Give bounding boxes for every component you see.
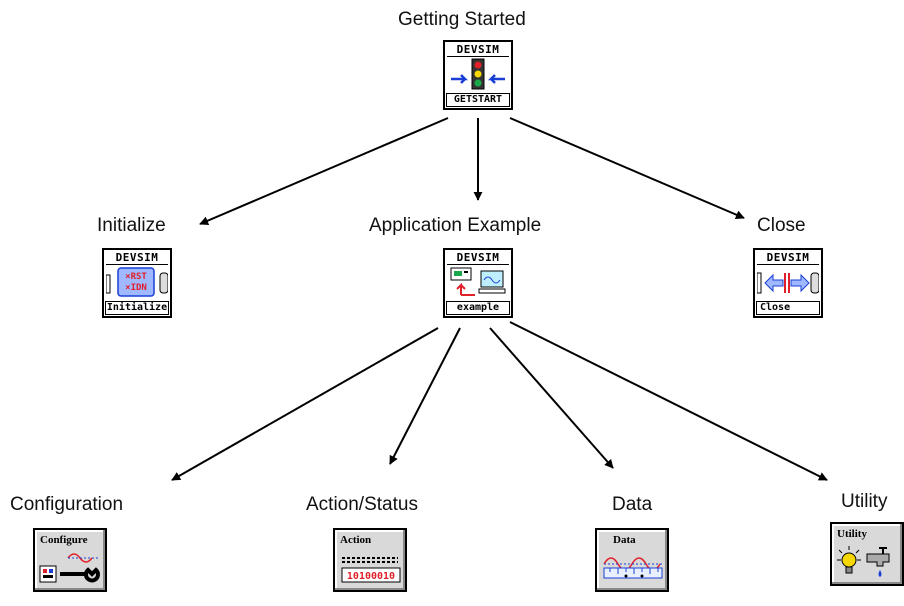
icon-title-text: Data — [613, 534, 636, 546]
node-label: Application Example — [369, 215, 542, 236]
arrow-application-example-to-data — [489, 327, 614, 469]
node-label: Close — [757, 215, 806, 236]
instrument-computer-icon[interactable]: DEVSIM example — [443, 248, 513, 318]
svg-text:status: status — [346, 550, 371, 552]
binary-status-icon[interactable]: Action status 10100010 — [333, 528, 407, 592]
lightbulb-faucet-glyph — [837, 546, 890, 577]
icon-title-text: Configure — [40, 534, 88, 546]
icon-footer-text: Close — [756, 301, 820, 315]
arrow-application-example-to-action-status — [389, 327, 461, 465]
svg-text:×IDN: ×IDN — [125, 283, 147, 293]
node-label: Initialize — [97, 215, 166, 236]
node-label: Data — [612, 494, 653, 515]
icon-footer-text: Initialize — [105, 301, 169, 315]
icon-title-text: Action — [340, 534, 372, 546]
disconnect-glyph — [757, 272, 819, 294]
ruler-waveform-glyph — [603, 557, 663, 579]
icon-header-text: DEVSIM — [757, 251, 819, 265]
binary-status-glyph: status 10100010 — [341, 550, 401, 583]
lightbulb-faucet-icon[interactable]: Utility — [830, 522, 904, 586]
arrow-getting-started-to-close — [509, 117, 745, 219]
node-label: Configuration — [10, 494, 124, 515]
node-label: Action/Status — [306, 494, 418, 515]
icon-header-text: DEVSIM — [447, 251, 509, 265]
svg-text:×RST: ×RST — [125, 272, 147, 282]
disconnect-icon[interactable]: DEVSIM Close — [753, 248, 823, 318]
ruler-waveform-icon[interactable]: Data — [595, 528, 669, 592]
traffic-light-icon[interactable]: DEVSIM GETSTART — [443, 40, 513, 110]
icon-header-text: DEVSIM — [447, 43, 509, 57]
initialize-icon[interactable]: DEVSIM ×RST ×IDN Initialize — [102, 248, 172, 318]
svg-text:10100010: 10100010 — [347, 571, 395, 582]
arrow-application-example-to-utility — [509, 321, 828, 481]
icon-title-text: Utility — [837, 528, 867, 540]
arrow-getting-started-to-initialize — [199, 117, 449, 225]
icon-footer-text: example — [446, 301, 510, 315]
wrench-waveform-glyph — [39, 553, 100, 583]
arrow-application-example-to-configuration — [171, 327, 439, 481]
node-label: Utility — [841, 491, 888, 512]
icon-footer-text: GETSTART — [446, 93, 510, 107]
traffic-light-glyph — [451, 58, 505, 90]
node-label: Getting Started — [398, 9, 526, 30]
wrench-waveform-icon[interactable]: Configure — [33, 528, 107, 592]
initialize-glyph: ×RST ×IDN — [106, 267, 168, 297]
instrument-computer-glyph — [450, 267, 506, 296]
icon-header-text: DEVSIM — [106, 251, 168, 265]
